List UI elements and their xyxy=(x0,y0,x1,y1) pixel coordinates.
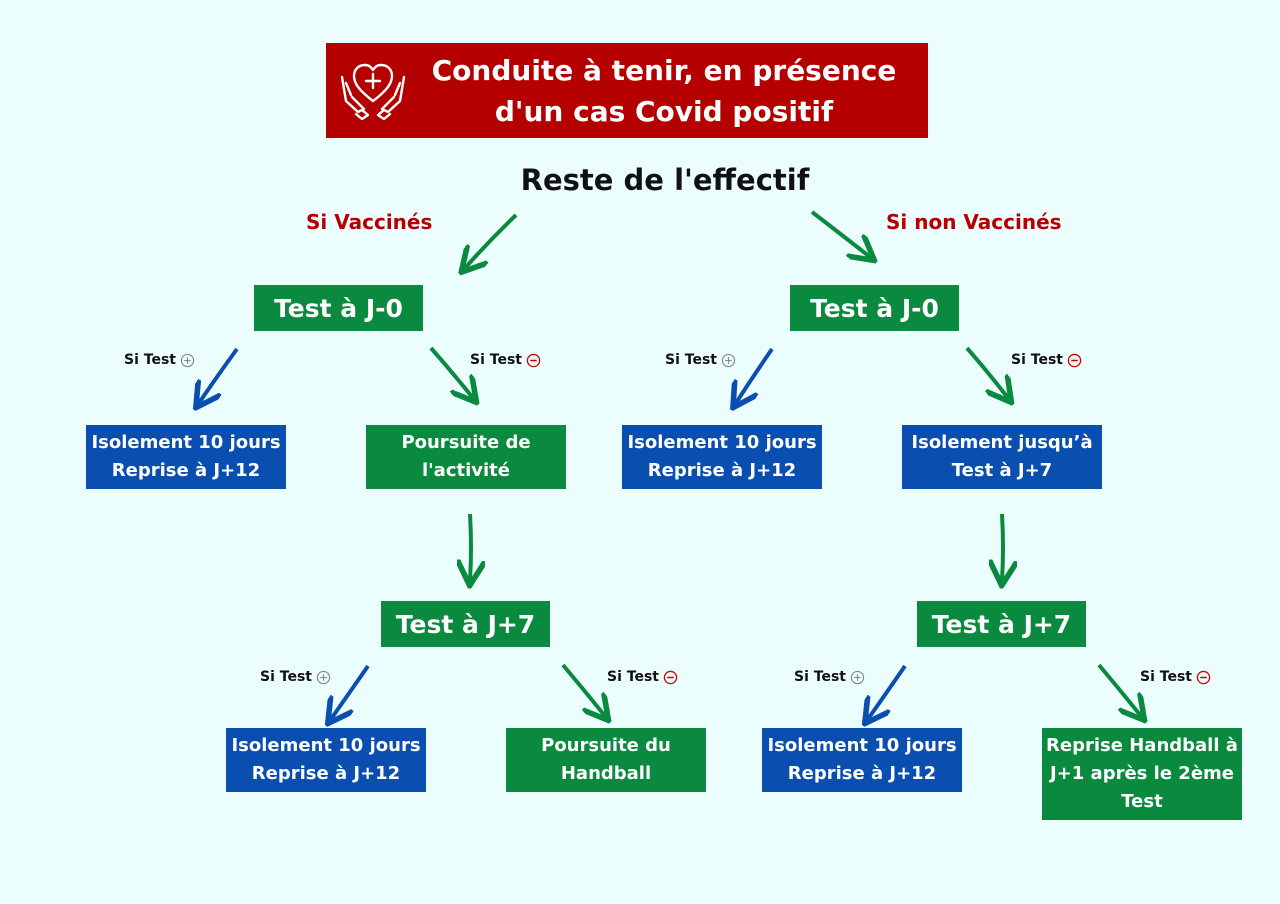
arrow-vaccinated xyxy=(465,213,518,268)
subtitle: Reste de l'effectif xyxy=(520,163,810,197)
branch-label-unvaccinated: Si non Vaccinés xyxy=(886,210,1062,234)
test-label-text: Si Test xyxy=(260,669,312,685)
arrow-right-j7-pos xyxy=(868,664,907,719)
heart-hands-icon xyxy=(340,63,406,121)
result-isolation-right: Isolement 10 jours Reprise à J+12 xyxy=(622,425,822,489)
minus-circle-icon xyxy=(526,353,541,367)
result-continue-handball: Poursuite du Handball xyxy=(506,728,706,792)
arrow-right-down xyxy=(1002,513,1003,580)
result-continue-activity: Poursuite de l'activité xyxy=(366,425,566,489)
minus-circle-icon xyxy=(663,670,678,684)
test-label-text: Si Test xyxy=(124,352,176,368)
minus-circle-icon xyxy=(1067,353,1082,367)
result-isolation-until-j7: Isolement jusqu’à Test à J+7 xyxy=(902,425,1102,489)
test-j7-left: Test à J+7 xyxy=(381,601,550,647)
arrow-right-j7-neg xyxy=(1097,663,1141,716)
test-negative-label: Si Test xyxy=(607,668,678,686)
title-banner: Conduite à tenir, en présence d'un cas C… xyxy=(326,43,928,138)
arrow-left-j7-neg xyxy=(561,663,605,716)
result-resume-handball: Reprise Handball à J+1 après le 2ème Tes… xyxy=(1042,728,1242,820)
arrow-left-j0-pos xyxy=(199,347,239,403)
plus-circle-icon xyxy=(316,670,331,684)
plus-circle-icon xyxy=(180,353,195,367)
page-title: Conduite à tenir, en présence d'un cas C… xyxy=(431,53,897,128)
test-label-text: Si Test xyxy=(607,669,659,685)
plus-circle-icon xyxy=(850,670,865,684)
test-negative-label: Si Test xyxy=(470,351,541,369)
test-positive-label: Si Test xyxy=(260,668,331,686)
test-label-text: Si Test xyxy=(1140,669,1192,685)
test-j0-left: Test à J-0 xyxy=(254,285,423,331)
test-positive-label: Si Test xyxy=(794,668,865,686)
plus-circle-icon xyxy=(721,353,736,367)
result-isolation-left-j7: Isolement 10 jours Reprise à J+12 xyxy=(226,728,426,792)
minus-circle-icon xyxy=(1196,670,1211,684)
test-label-text: Si Test xyxy=(470,352,522,368)
result-isolation-left: Isolement 10 jours Reprise à J+12 xyxy=(86,425,286,489)
arrow-left-down xyxy=(470,513,471,580)
test-positive-label: Si Test xyxy=(665,351,736,369)
branch-label-vaccinated: Si Vaccinés xyxy=(306,210,433,234)
arrow-unvaccinated xyxy=(810,210,870,257)
test-negative-label: Si Test xyxy=(1140,668,1211,686)
arrow-left-j0-neg xyxy=(429,346,473,398)
test-j0-right: Test à J-0 xyxy=(790,285,959,331)
test-label-text: Si Test xyxy=(1011,352,1063,368)
test-j7-right: Test à J+7 xyxy=(917,601,1086,647)
test-label-text: Si Test xyxy=(665,352,717,368)
result-isolation-right-j7: Isolement 10 jours Reprise à J+12 xyxy=(762,728,962,792)
test-positive-label: Si Test xyxy=(124,351,195,369)
test-label-text: Si Test xyxy=(794,669,846,685)
test-negative-label: Si Test xyxy=(1011,351,1082,369)
arrow-right-j0-pos xyxy=(736,347,774,403)
arrow-right-j0-neg xyxy=(965,346,1008,398)
arrow-left-j7-pos xyxy=(331,664,370,719)
